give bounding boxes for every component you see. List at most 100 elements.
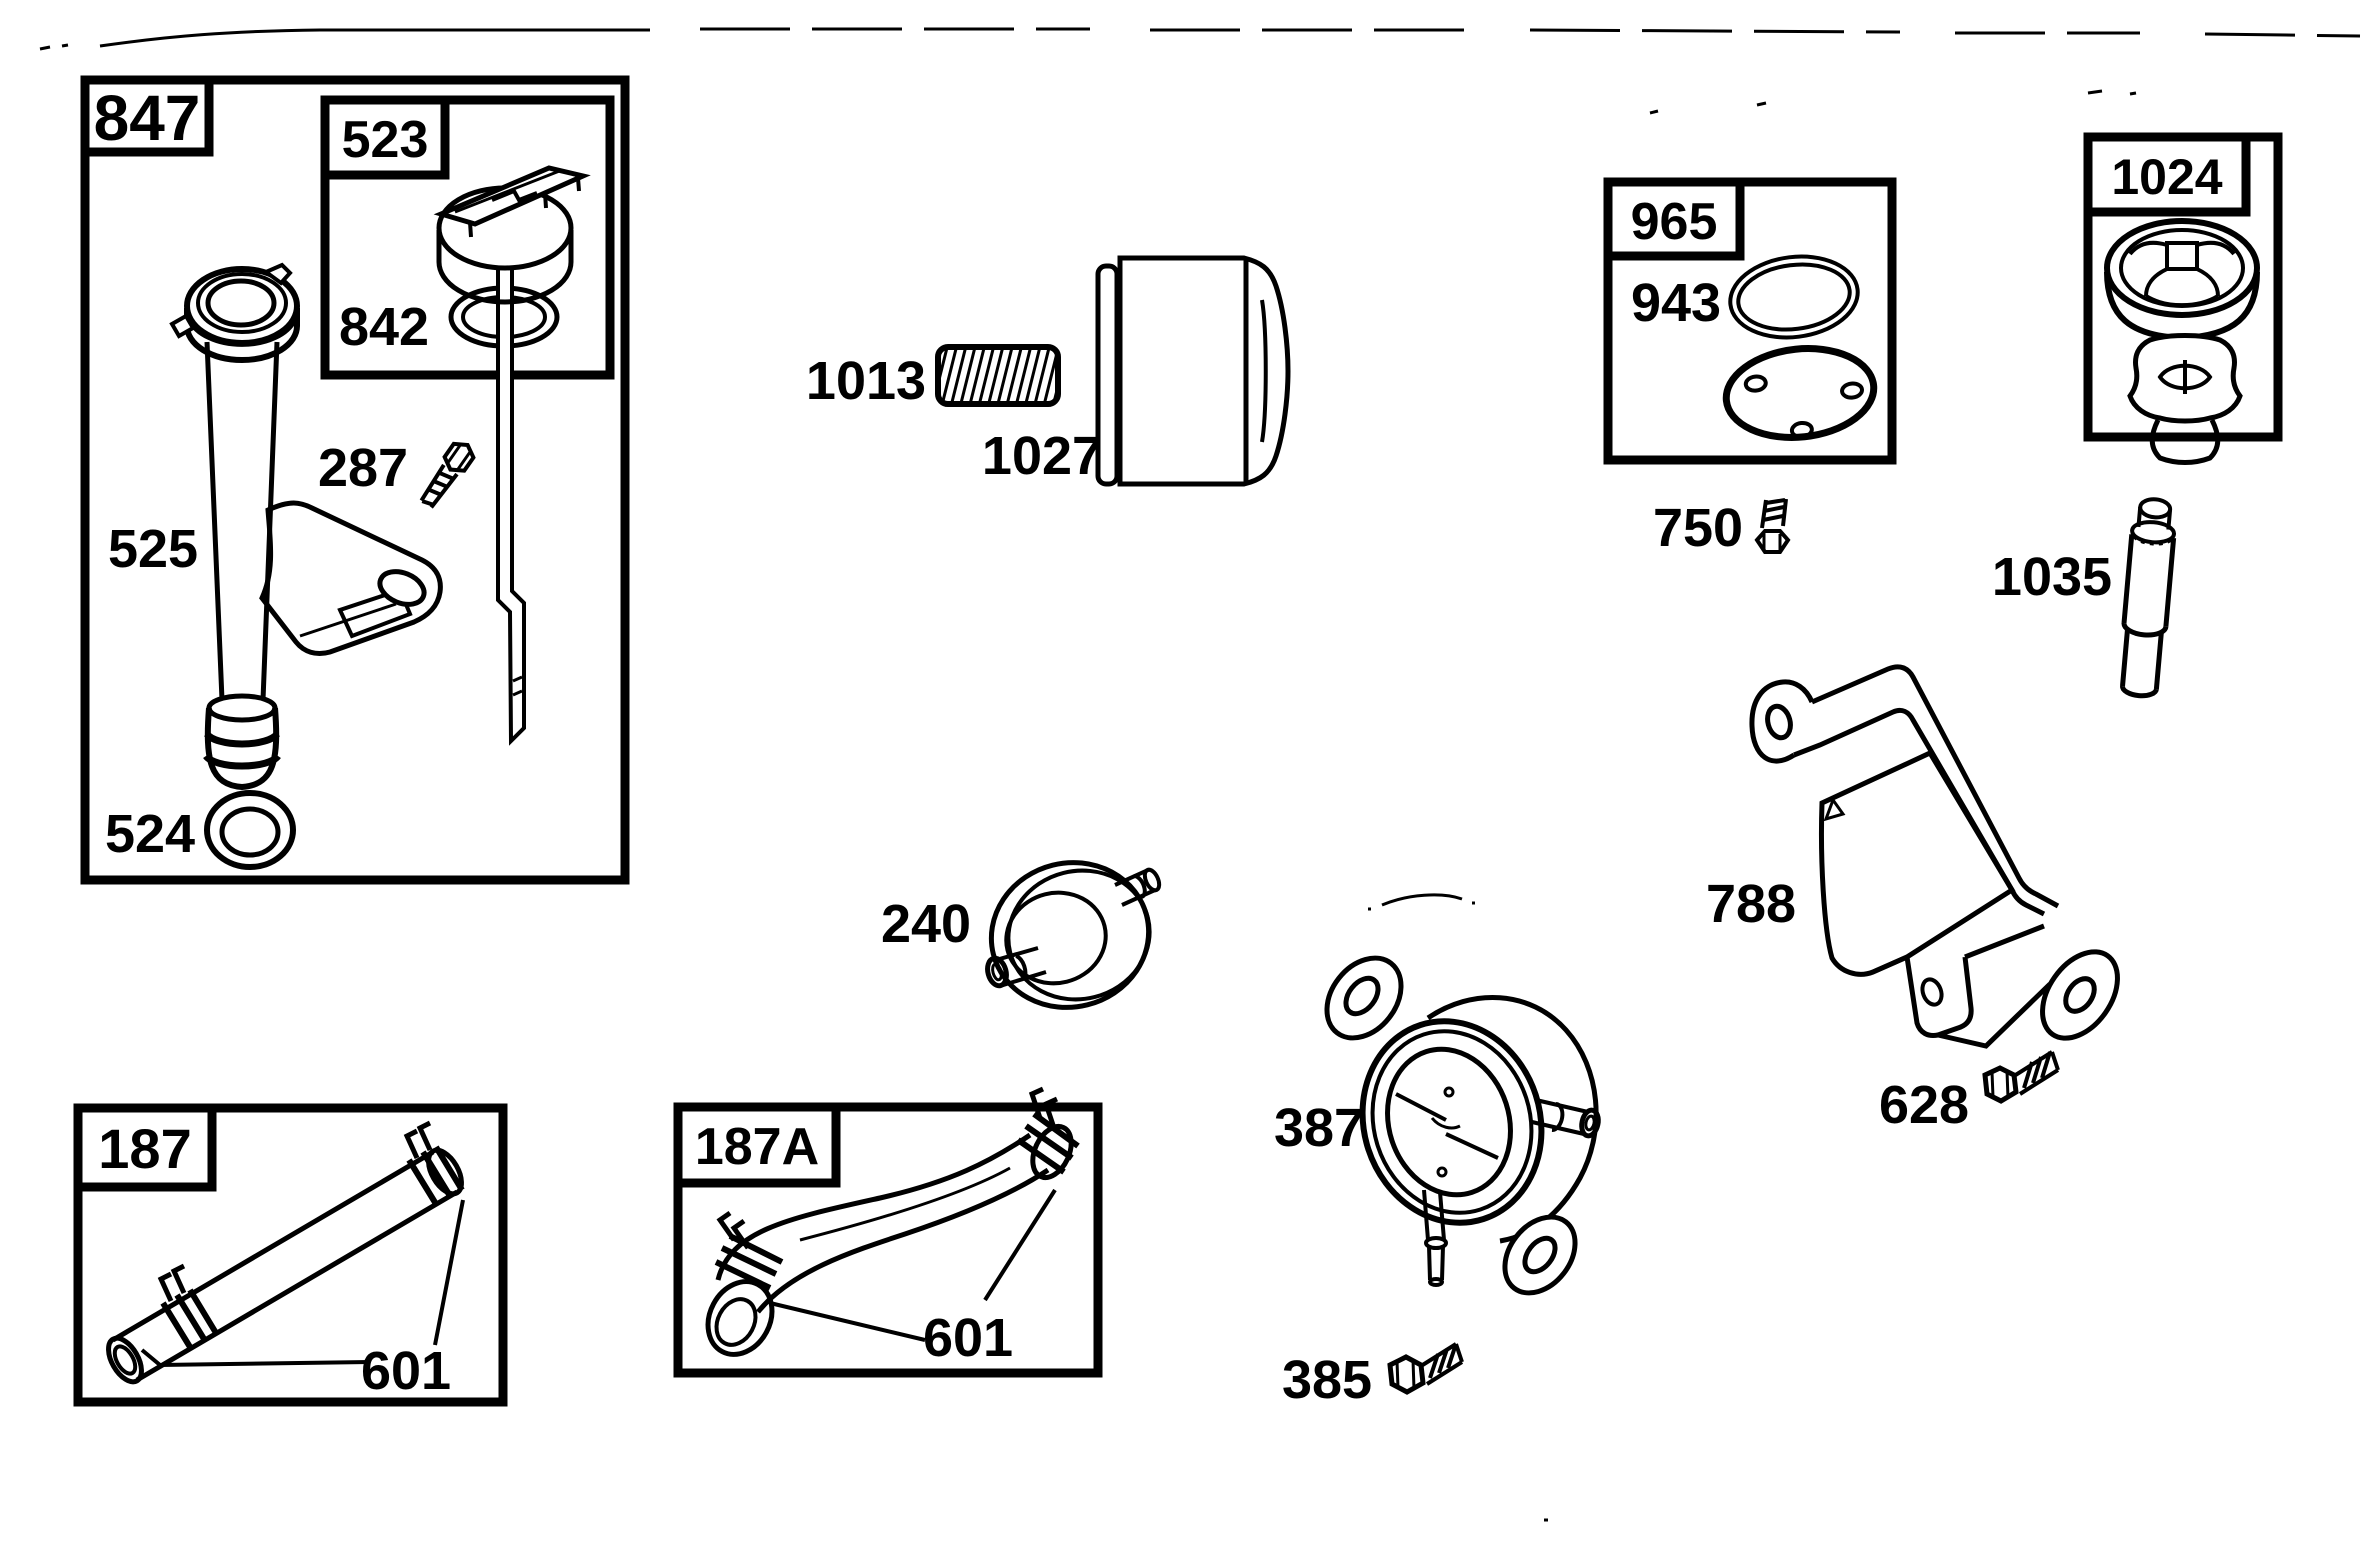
washer-outer	[204, 790, 296, 870]
bracket-channel	[1871, 923, 2045, 1038]
pump-ear-bottom-hole	[1522, 1235, 1558, 1275]
tube-collar-band	[187, 319, 297, 347]
group-847-frame	[80, 75, 630, 885]
group-523: 523 842	[320, 95, 615, 746]
fuel-hose-straight	[106, 1120, 465, 1385]
scan-artifact-topline	[39, 27, 2361, 1522]
plunger-body	[2121, 534, 2177, 627]
bolt-threads	[2012, 1050, 2060, 1096]
group-1024-label-box	[2083, 132, 2251, 217]
bolt-head-facets	[1990, 1070, 2010, 1099]
cap-handle-detail	[468, 177, 581, 238]
pump-arm-curve	[1430, 1117, 1461, 1130]
bracket-top-edge	[1811, 664, 2060, 909]
plate-outline	[1722, 345, 1878, 441]
part-label-187: 187	[98, 1117, 191, 1180]
pump-ear-top	[1324, 955, 1404, 1041]
pump-tube-collar	[1424, 1236, 1448, 1250]
part-label-385: 385	[1282, 1350, 1372, 1410]
oil-fill-cap	[433, 165, 591, 305]
pump-diaphragm	[1385, 1046, 1513, 1198]
part-label-943: 943	[1631, 273, 1721, 333]
group-847-label-box	[80, 75, 214, 157]
screw-head-facets	[446, 443, 472, 471]
bracket-ear-bottom	[2040, 949, 2120, 1041]
hose-end-left	[705, 1279, 775, 1357]
plunger-cap	[2138, 497, 2173, 520]
bracket-center-hole	[1920, 977, 1944, 1007]
tube-rib-bands	[203, 731, 281, 770]
hose-end-right	[426, 1147, 464, 1197]
adapter-skirt	[2149, 418, 2221, 465]
screw-threads	[419, 463, 459, 509]
artifact-line	[700, 27, 2361, 38]
bracket-ear-bottom-hole	[2063, 976, 2097, 1014]
pump-tube	[1422, 1189, 1446, 1241]
group-965-frame	[1603, 177, 1897, 465]
collar-tab-left	[169, 313, 196, 339]
breather-1013	[935, 344, 1061, 407]
group-965-label-box	[1603, 177, 1745, 261]
hose-highlight	[799, 1166, 1011, 1242]
part-label-187a: 187A	[695, 1118, 819, 1176]
part-label-1024: 1024	[2111, 149, 2222, 205]
bracket-hole	[377, 569, 427, 607]
group-187-frame	[73, 1103, 508, 1407]
hose-clamp	[403, 1120, 465, 1206]
washer-inner	[219, 806, 281, 858]
clamp-band	[714, 1233, 784, 1291]
breather-element	[935, 344, 1061, 407]
pump-ear-bottom	[1502, 1214, 1578, 1296]
group-187a-frame	[673, 1102, 1103, 1378]
tube-opening	[205, 278, 277, 328]
bracket-ear-top-hole	[1765, 703, 1793, 741]
hose-end-right	[1030, 1123, 1074, 1181]
bracket-fold-line	[299, 602, 397, 638]
bracket-tab	[1823, 796, 1846, 822]
artifact-line	[99, 28, 650, 48]
bolt-head-facets	[1395, 1359, 1416, 1390]
plate-hole	[1789, 420, 1814, 440]
clamp-prongs	[403, 1120, 433, 1160]
filter-barb-left-band	[1015, 954, 1028, 981]
bracket-inner-edge	[1793, 707, 2046, 917]
clamp-prongs	[1028, 1086, 1059, 1129]
part-label-601a: 601	[923, 1308, 1013, 1368]
artifact-arc	[1368, 893, 1475, 911]
filter-body	[1117, 255, 1291, 487]
part-label-523: 523	[342, 111, 429, 169]
part-label-524: 524	[105, 804, 195, 864]
filter-barb-right	[1114, 868, 1156, 907]
part-label-287: 287	[318, 438, 408, 498]
part-label-1035: 1035	[1992, 547, 2112, 607]
cup-knurl	[2110, 281, 2254, 318]
pump-tube-end	[1428, 1277, 1444, 1287]
screw-750	[1754, 498, 1791, 554]
hose-clamp	[714, 1210, 784, 1291]
part-label-1027: 1027	[982, 426, 1102, 486]
bolt-head	[1387, 1354, 1426, 1395]
hose-bore-left	[112, 1344, 138, 1376]
cap-handle	[433, 165, 591, 227]
part-label-601: 601	[361, 1341, 451, 1401]
fuel-filter-240	[985, 860, 1162, 1010]
filter-highlight	[1260, 299, 1268, 443]
leader-lines-601	[140, 1199, 465, 1368]
filter-barb-right-end	[1142, 867, 1162, 893]
part-label-965: 965	[1631, 193, 1718, 251]
hose-bottom-edge	[756, 1167, 1050, 1314]
tube-collar-mid	[196, 272, 288, 334]
group-965: 965 943	[1603, 177, 1897, 465]
dipstick-marks	[512, 675, 523, 697]
oring-943	[1728, 254, 1860, 340]
filter-barb-right-band	[1133, 874, 1147, 899]
clamp-band	[160, 1288, 219, 1349]
plunger-1035	[2120, 497, 2177, 699]
artifact-dots	[39, 43, 69, 51]
washer-524	[204, 790, 296, 870]
pump-face-dot	[1436, 1166, 1448, 1178]
pump-ear-top-hole	[1343, 975, 1381, 1017]
part-label-628: 628	[1879, 1075, 1969, 1135]
pump-tube-tip	[1427, 1245, 1445, 1281]
